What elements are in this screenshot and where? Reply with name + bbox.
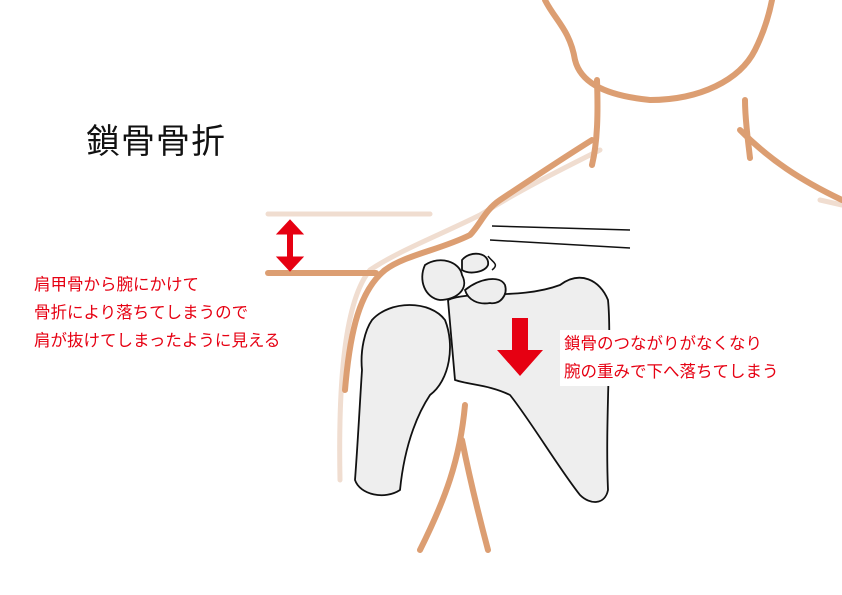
page-title: 鎖骨骨折	[86, 122, 226, 162]
right-annotation: 鎖骨のつながりがなくなり 腕の重みで下へ落ちてしまう	[560, 330, 783, 386]
clavicle	[487, 225, 631, 271]
original-shoulder-outline	[265, 147, 842, 483]
body-outline	[265, 0, 842, 553]
annotation-line: 鎖骨のつながりがなくなり	[564, 334, 762, 353]
annotation-line: 肩が抜けてしまったように見える	[34, 331, 281, 350]
annotation-line: 骨折により落ちてしまうので	[34, 303, 249, 322]
down-arrow	[497, 318, 543, 376]
annotation-line: 肩甲骨から腕にかけて	[34, 275, 199, 294]
double-headed-arrow	[275, 219, 305, 272]
left-annotation: 肩甲骨から腕にかけて 骨折により落ちてしまうので 肩が抜けてしまったように見える	[34, 271, 280, 355]
annotation-line: 腕の重みで下へ落ちてしまう	[564, 362, 779, 381]
